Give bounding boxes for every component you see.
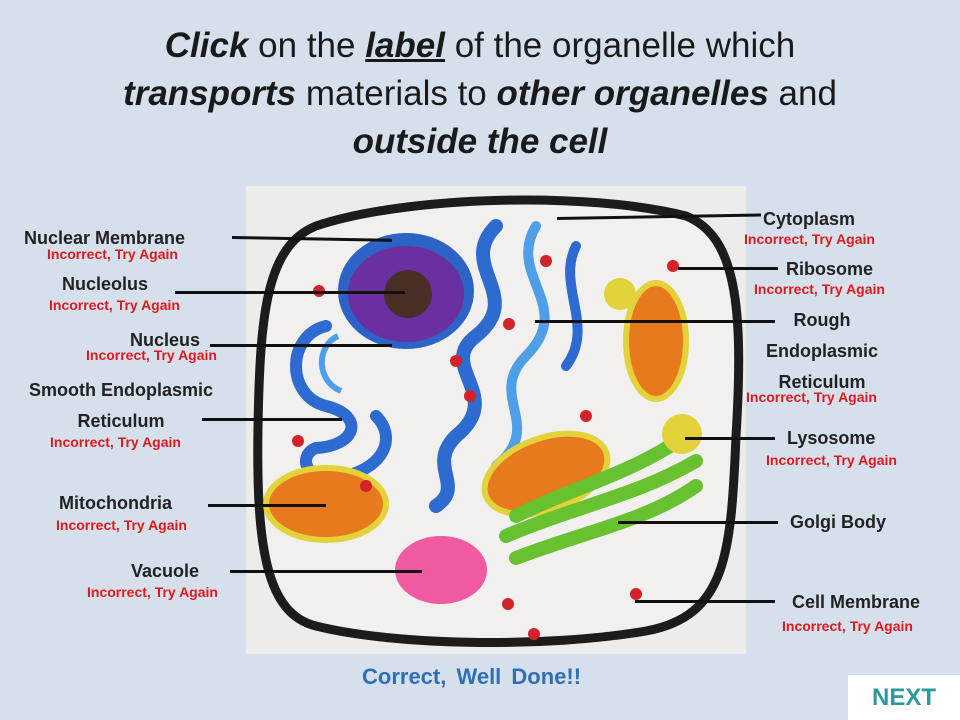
leader-line-ribosome xyxy=(678,267,778,270)
leader-line-rough-er xyxy=(535,320,775,323)
label-vacuole[interactable]: Vacuole xyxy=(131,561,200,581)
leader-line-lysosome xyxy=(685,437,775,440)
leader-line-smooth-er xyxy=(202,418,342,421)
feedback-nucleolus: Incorrect, Try Again xyxy=(49,297,180,313)
feedback-nucleus: Incorrect, Try Again xyxy=(86,347,217,363)
label-golgi-body[interactable]: Golgi Body xyxy=(790,512,886,532)
leader-line-nucleus xyxy=(210,344,392,347)
label-nucleolus[interactable]: Nucleolus xyxy=(62,274,149,294)
leader-line-nucleolus xyxy=(175,291,405,294)
feedback-mitochondria: Incorrect, Try Again xyxy=(56,517,187,533)
feedback-nuclear-membrane: Incorrect, Try Again xyxy=(47,246,178,262)
leader-line-cell-membrane xyxy=(635,600,775,603)
cell-membrane-shape xyxy=(253,195,744,647)
label-cytoplasm[interactable]: Cytoplasm xyxy=(763,209,856,229)
leader-line-mitochondria xyxy=(208,504,326,507)
question-word-click: Click xyxy=(164,26,249,65)
feedback-cytoplasm: Incorrect, Try Again xyxy=(744,231,875,247)
label-lysosome[interactable]: Lysosome xyxy=(787,428,876,448)
question-title: Click on the label of the organelle whic… xyxy=(123,26,837,161)
feedback-rough-er: Incorrect, Try Again xyxy=(746,389,877,405)
label-nuclear-membrane[interactable]: Nuclear Membrane xyxy=(24,228,186,248)
label-mitochondria[interactable]: Mitochondria xyxy=(59,493,172,513)
label-smooth-er[interactable]: Smooth Endoplasmic Reticulum xyxy=(28,380,214,431)
feedback-ribosome: Incorrect, Try Again xyxy=(754,281,885,297)
animal-cell-model-image xyxy=(246,186,746,654)
correct-feedback: Correct, Well Done!! xyxy=(362,664,582,689)
feedback-cell-membrane: Incorrect, Try Again xyxy=(782,618,913,634)
leader-line-vacuole xyxy=(230,570,422,573)
label-cell-membrane[interactable]: Cell Membrane xyxy=(792,592,921,612)
label-rough-er[interactable]: Rough Endoplasmic Reticulum xyxy=(765,310,879,392)
label-nucleus[interactable]: Nucleus xyxy=(130,330,201,350)
feedback-lysosome: Incorrect, Try Again xyxy=(766,452,897,468)
feedback-smooth-er: Incorrect, Try Again xyxy=(50,434,181,450)
next-button[interactable]: NEXT xyxy=(848,675,960,720)
question-word-label: label xyxy=(365,26,445,65)
leader-line-golgi-body xyxy=(618,521,778,524)
label-ribosome[interactable]: Ribosome xyxy=(786,259,874,279)
feedback-vacuole: Incorrect, Try Again xyxy=(87,584,218,600)
